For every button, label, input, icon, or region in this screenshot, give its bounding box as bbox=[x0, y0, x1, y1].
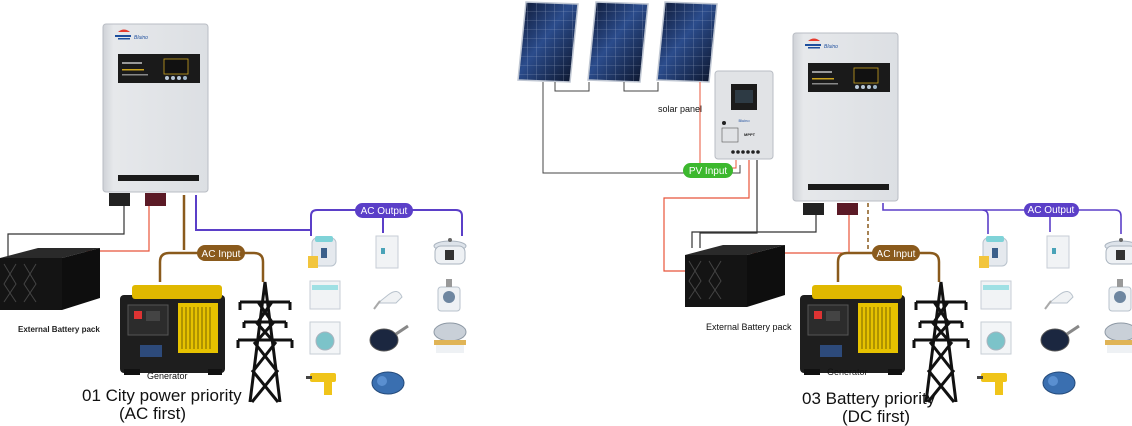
svg-text:Bluino: Bluino bbox=[738, 118, 750, 123]
dc-negative-terminal bbox=[109, 193, 130, 206]
hand-mixer-icon bbox=[373, 291, 403, 310]
refrigerator-icon bbox=[1046, 235, 1070, 269]
dc-positive-terminal bbox=[145, 193, 166, 206]
battery-label: External Battery pack bbox=[706, 322, 792, 332]
water-pump-icon bbox=[1042, 371, 1076, 395]
solar-label: solar panel bbox=[658, 104, 702, 114]
solar-panel-2 bbox=[587, 1, 649, 83]
ac-input-label: AC Input bbox=[202, 249, 241, 260]
mode-title: 03 Battery priority bbox=[802, 389, 936, 408]
hand-mixer-icon bbox=[1044, 291, 1074, 310]
meat-grinder-icon bbox=[1108, 279, 1132, 312]
inverter-unit bbox=[792, 32, 899, 202]
refrigerator-icon bbox=[375, 235, 399, 269]
waffle-maker-icon bbox=[433, 322, 467, 353]
dishwasher-icon bbox=[309, 280, 341, 310]
mode-subtitle: (DC first) bbox=[842, 407, 910, 426]
ac-input-badge bbox=[872, 245, 920, 261]
ac-output-label: AC Output bbox=[361, 206, 408, 217]
controller-negative-wire bbox=[699, 160, 758, 248]
generator bbox=[119, 284, 226, 376]
dc-negative-wire bbox=[7, 206, 125, 258]
ac-input-label: AC Input bbox=[877, 249, 916, 260]
ac-output-wire bbox=[195, 195, 463, 236]
slow-cooker-icon bbox=[1104, 238, 1132, 265]
diagram-mode-03: solar panel Bluino MPPT PV Input Externa… bbox=[517, 1, 1132, 426]
battery-label: External Battery pack bbox=[18, 325, 100, 334]
ac-output-wire bbox=[882, 203, 1122, 234]
juicer-icon bbox=[979, 236, 1008, 268]
dc-negative-terminal bbox=[803, 203, 824, 215]
power-drill-icon bbox=[306, 373, 336, 395]
dishwasher-icon bbox=[980, 280, 1012, 310]
washing-machine-icon bbox=[980, 321, 1012, 355]
frying-pan-icon bbox=[1040, 324, 1080, 352]
juicer-icon bbox=[308, 236, 337, 268]
diagram-mode-01: External Battery pack AC Input Generator… bbox=[0, 23, 467, 423]
dc-negative-wire bbox=[691, 215, 817, 248]
water-pump-icon bbox=[371, 371, 405, 395]
appliance-grid bbox=[306, 235, 467, 395]
pv-input-label: PV Input bbox=[689, 166, 728, 177]
power-pylon bbox=[912, 280, 970, 404]
ac-input-wire bbox=[158, 195, 265, 282]
generator bbox=[799, 284, 906, 376]
power-pylon bbox=[236, 280, 294, 404]
panel-series-wire bbox=[554, 82, 659, 92]
mode-title: 01 City power priority bbox=[82, 386, 242, 405]
solar-panel-3 bbox=[656, 1, 718, 83]
power-drill-icon bbox=[977, 373, 1007, 395]
inverter-unit bbox=[102, 23, 209, 193]
appliance-grid bbox=[977, 235, 1132, 395]
ac-input-badge bbox=[197, 245, 245, 261]
dc-positive-terminal bbox=[837, 203, 858, 215]
mppt-controller: Bluino MPPT bbox=[714, 70, 774, 160]
svg-text:MPPT: MPPT bbox=[744, 132, 756, 137]
mode-subtitle: (AC first) bbox=[119, 404, 186, 423]
washing-machine-icon bbox=[309, 321, 341, 355]
ac-output-badge bbox=[1024, 203, 1079, 217]
pv-negative-wire bbox=[542, 82, 741, 174]
ac-output-label: AC Output bbox=[1028, 205, 1075, 216]
waffle-maker-icon bbox=[1104, 322, 1132, 353]
pv-input-badge bbox=[683, 163, 733, 178]
ac-output-badge bbox=[355, 203, 413, 218]
frying-pan-icon bbox=[369, 324, 409, 352]
meat-grinder-icon bbox=[437, 279, 461, 312]
battery-pack bbox=[684, 244, 786, 308]
solar-panel-1 bbox=[517, 1, 579, 83]
generator-label: Generator bbox=[827, 367, 868, 377]
battery-pack bbox=[0, 247, 101, 311]
slow-cooker-icon bbox=[433, 238, 467, 265]
generator-label: Generator bbox=[147, 371, 188, 381]
